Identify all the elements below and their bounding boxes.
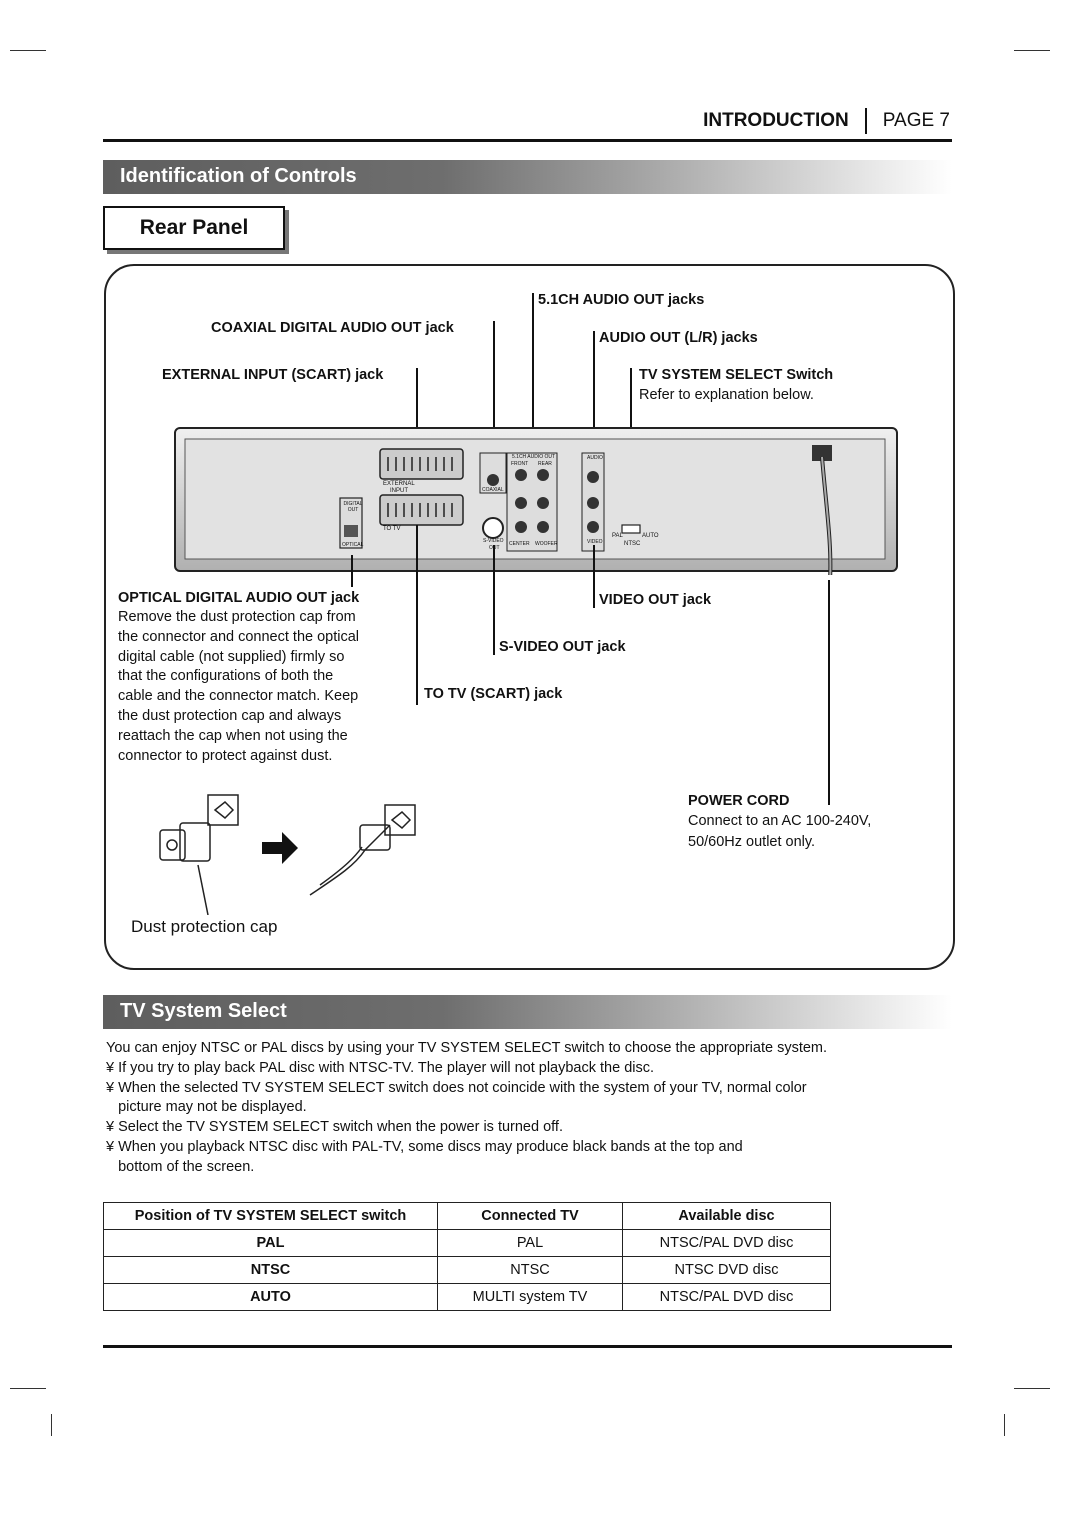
leader-line [532,293,534,465]
panel-text-rear: REAR [538,461,552,467]
section-banner: TV System Select [103,995,952,1029]
table-header: Connected TV [437,1202,623,1230]
header-rule [103,139,952,142]
tv-select-note: Refer to explanation below. [639,387,814,403]
subsection-title: Rear Panel [139,216,249,239]
label-svideo-out: S-VIDEO OUT jack [499,639,626,655]
note-line: reattach the cap when not using the [118,727,348,744]
table-row: AUTO MULTI system TV NTSC/PAL DVD disc [103,1283,831,1311]
diagram-frame [104,264,955,970]
dust-cap-illustration [159,794,416,915]
dust-cap-caption: Dust protection cap [131,917,278,936]
label-tv-system-select: TV SYSTEM SELECT Switch [639,367,834,383]
panel-text-optical: OPTICAL [342,542,364,548]
leader-line [828,580,830,805]
panel-text-svideo: S-VIDEO [483,538,504,544]
leader-line [593,545,595,608]
label-to-tv: TO TV (SCART) jack [424,686,563,702]
power-note: 50/60Hz outlet only. [688,834,816,850]
bullet-line: picture may not be displayed. [106,1099,307,1116]
intro-paragraph: You can enjoy NTSC or PAL discs by using… [106,1040,828,1056]
label-external-input: EXTERNAL INPUT (SCART) jack [162,367,384,383]
section-title: TV System Select [120,1000,287,1022]
panel-text-to-tv: TO TV [383,526,401,532]
table-cell: NTSC/PAL DVD disc [622,1229,831,1257]
leader-line [416,525,418,705]
section-name: INTRODUCTION [703,110,849,132]
optical-note: Remove the dust protection cap from the … [118,608,359,766]
tv-system-table: Position of TV SYSTEM SELECT switch Conn… [103,1202,831,1311]
table-cell: PAL [437,1229,623,1257]
leader-line [416,368,418,453]
rear-panel-drawing [174,427,898,575]
crop-mark [1014,50,1050,51]
panel-text-ntsc: NTSC [624,541,641,547]
leader-line [493,321,495,461]
bullet-line: ¥ If you try to play back PAL disc with … [106,1059,655,1076]
note-line: cable and the connector match. Keep [118,688,359,705]
note-line: that the configurations of both the [118,668,334,685]
leader-line [593,331,595,461]
label-51ch-audio-out: 5.1CH AUDIO OUT jacks [538,292,705,308]
table-cell: NTSC [437,1256,623,1284]
table-header: Available disc [622,1202,831,1230]
header-divider [864,108,867,134]
note-line: Remove the dust protection cap from [118,609,356,625]
panel-text-51ch: 5.1CH AUDIO OUT [512,454,556,460]
page-header: INTRODUCTION PAGE 7 [703,108,950,134]
crop-mark [1014,1388,1050,1389]
panel-text-center: CENTER [509,541,530,547]
note-line: the dust protection cap and always [118,707,342,724]
panel-text-video: VIDEO [587,539,603,545]
panel-text-input: INPUT [390,488,408,494]
panel-text-front: FRONT [511,461,529,467]
label-coaxial: COAXIAL DIGITAL AUDIO OUT jack [211,320,454,336]
section-title: Identification of Controls [120,165,357,187]
label-power-cord: POWER CORD [688,793,790,809]
table-header-row: Position of TV SYSTEM SELECT switch Conn… [103,1202,831,1230]
bullet-line: ¥ When you playback NTSC disc with PAL-T… [106,1138,743,1155]
table-row: NTSC NTSC NTSC DVD disc [103,1256,831,1284]
panel-text-digital-out: DIGITAL OUT [343,501,363,513]
table-cell: NTSC [103,1256,438,1284]
table-cell: MULTI system TV [437,1283,623,1311]
table-cell: AUTO [103,1283,438,1311]
label-video-out: VIDEO OUT jack [599,592,712,608]
bullet-line: ¥ Select the TV SYSTEM SELECT switch whe… [106,1119,563,1136]
footer-rule [103,1345,952,1348]
table-row: PAL PAL NTSC/PAL DVD disc [103,1229,831,1257]
section-banner: Identification of Controls [103,160,952,194]
crop-mark [10,50,46,51]
crop-mark [1004,1414,1005,1436]
page-number: PAGE 7 [882,110,950,132]
leader-line [493,545,495,655]
panel-text-auto: AUTO [642,533,659,539]
panel-text-external: EXTERNAL [383,481,415,487]
crop-mark [10,1388,46,1389]
table-header: Position of TV SYSTEM SELECT switch [103,1202,438,1230]
power-note: Connect to an AC 100-240V, [688,813,872,829]
panel-text-pal: PAL [612,533,623,539]
table-cell: PAL [103,1229,438,1257]
note-line: digital cable (not supplied) firmly so [118,648,345,665]
panel-text-audio: AUDIO [587,455,603,461]
note-line: connector to protect against dust. [118,747,333,764]
bullet-line: bottom of the screen. [106,1158,255,1175]
note-line: the connector and connect the optical [118,628,360,645]
bullet-line: ¥ When the selected TV SYSTEM SELECT swi… [106,1079,807,1096]
table-cell: NTSC DVD disc [622,1256,831,1284]
subsection-box: Rear Panel [103,206,285,250]
label-audio-out-lr: AUDIO OUT (L/R) jacks [599,330,758,346]
panel-text-woofer: WOOFER [535,541,558,547]
crop-mark [51,1414,52,1436]
table-cell: NTSC/PAL DVD disc [622,1283,831,1311]
leader-line [351,555,353,587]
label-optical: OPTICAL DIGITAL AUDIO OUT jack [118,590,360,606]
tv-system-text: You can enjoy NTSC or PAL discs by using… [106,1039,827,1178]
panel-text-coaxial: COAXIAL [482,487,504,493]
